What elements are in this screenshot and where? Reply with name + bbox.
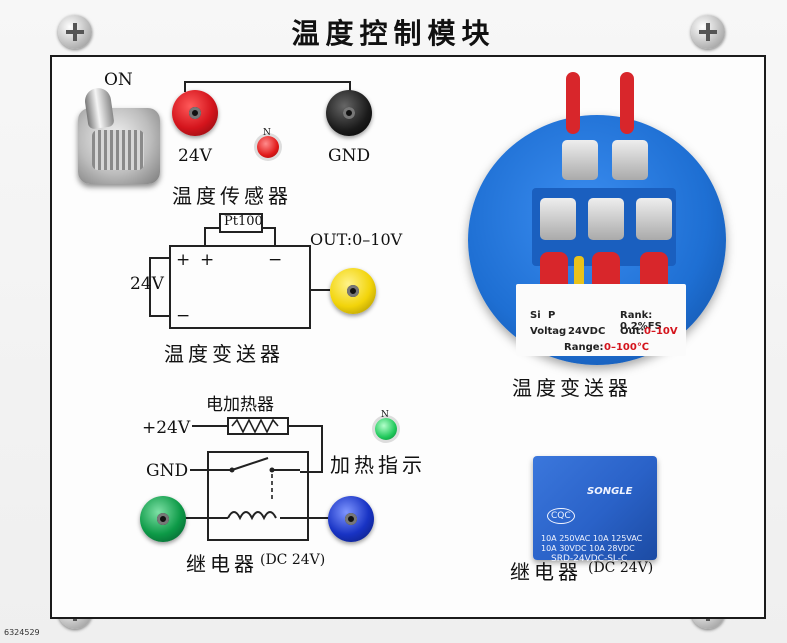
pt100-label: Pt100	[224, 214, 263, 229]
wire-yellow	[574, 256, 584, 306]
transmitter-nameplate: Si P Voltag 24VDC Rank: 0.2%FS Out: 0–10…	[516, 284, 686, 356]
transmitter-name: 温度变送器	[164, 342, 284, 366]
heater-zigzag	[231, 418, 279, 434]
transmitter-minus-left: −	[176, 306, 191, 326]
relay-model: SRD-24VDC-SL-C	[551, 554, 628, 564]
sensor-link-wire	[184, 81, 351, 92]
switch-nut	[92, 130, 144, 170]
lug-red-1	[566, 72, 580, 134]
heater-supply-label: +24V	[142, 418, 191, 438]
nameplate-range: Range:	[564, 342, 604, 353]
relay-circuit-spec: (DC 24V)	[260, 552, 326, 568]
sensor-name: 温度传感器	[172, 184, 292, 208]
sensor-led-icon	[257, 136, 279, 158]
supply-bracket	[149, 257, 170, 317]
sensor-24v-jack[interactable]	[172, 90, 218, 136]
relay-coil-jack-blue[interactable]	[328, 496, 374, 542]
relay-contact	[231, 457, 269, 471]
sensor-gnd-jack[interactable]	[326, 90, 372, 136]
terminal-screw-2-icon[interactable]	[612, 140, 648, 180]
heater-label: 电加热器	[206, 395, 274, 415]
pt100-box	[219, 213, 263, 233]
nameplate-p: P	[548, 310, 556, 321]
switch-label: ON	[104, 70, 133, 90]
relay-coil	[227, 511, 277, 521]
nameplate-voltage: Voltag	[530, 326, 567, 337]
nameplate-rank: Rank: 0.2%FS	[620, 310, 662, 332]
nameplate-out-value: 0–10V	[644, 326, 678, 337]
device-transmitter-name: 温度变送器	[512, 376, 632, 400]
transmitter-output-jack[interactable]	[330, 268, 376, 314]
sensor-gnd-label: GND	[328, 146, 371, 166]
relay-cert: CQC	[547, 508, 575, 524]
pt100-leads	[204, 227, 276, 246]
relay-device: SONGLE CQC 10A 250VAC 10A 125VAC 10A 30V…	[533, 456, 657, 564]
nameplate-out: Out:	[620, 326, 645, 337]
serial-number: 6324529	[4, 628, 40, 637]
heater-wire	[192, 425, 323, 473]
sensor-led-mark: N	[263, 128, 271, 138]
terminal-screw-3-icon[interactable]	[540, 198, 576, 240]
heating-indicator-label: 加热指示	[330, 453, 426, 477]
screw-top-right-icon	[691, 15, 725, 49]
transmitter-plus-1: +	[176, 250, 191, 270]
relay-circuit-name: 继电器	[186, 552, 258, 576]
device-relay-spec: (DC 24V)	[588, 560, 654, 576]
heater-gnd-label: GND	[146, 461, 189, 481]
device-relay-name: 继电器	[510, 560, 582, 584]
relay-box	[207, 451, 309, 541]
nameplate-vdc: 24VDC	[568, 326, 606, 337]
module-title: 温度控制模块	[291, 17, 496, 50]
lug-red-2	[620, 72, 634, 134]
transmitter-output-label: OUT:0–10V	[310, 230, 403, 249]
terminal-screw-4-icon[interactable]	[588, 198, 624, 240]
relay-coil-jack-green[interactable]	[140, 496, 186, 542]
heating-led-mark: N	[381, 410, 389, 420]
heating-led-icon	[375, 418, 397, 440]
transmitter-minus-right: −	[268, 250, 283, 270]
nameplate-range-value: 0–100℃	[604, 342, 649, 353]
screw-top-left-icon	[58, 15, 92, 49]
terminal-screw-1-icon[interactable]	[562, 140, 598, 180]
power-switch[interactable]	[78, 108, 160, 184]
terminal-screw-5-icon[interactable]	[636, 198, 672, 240]
relay-rating-2: 10A 30VDC 10A 28VDC	[541, 544, 635, 553]
sensor-24v-label: 24V	[178, 146, 212, 166]
transmitter-plus-2: +	[200, 250, 215, 270]
nameplate-signal: Si	[530, 310, 541, 321]
transmitter-box	[169, 245, 311, 329]
transmitter-supply-label: 24V	[130, 274, 164, 294]
relay-brand: SONGLE	[587, 486, 633, 497]
relay-rating-1: 10A 250VAC 10A 125VAC	[541, 534, 643, 543]
